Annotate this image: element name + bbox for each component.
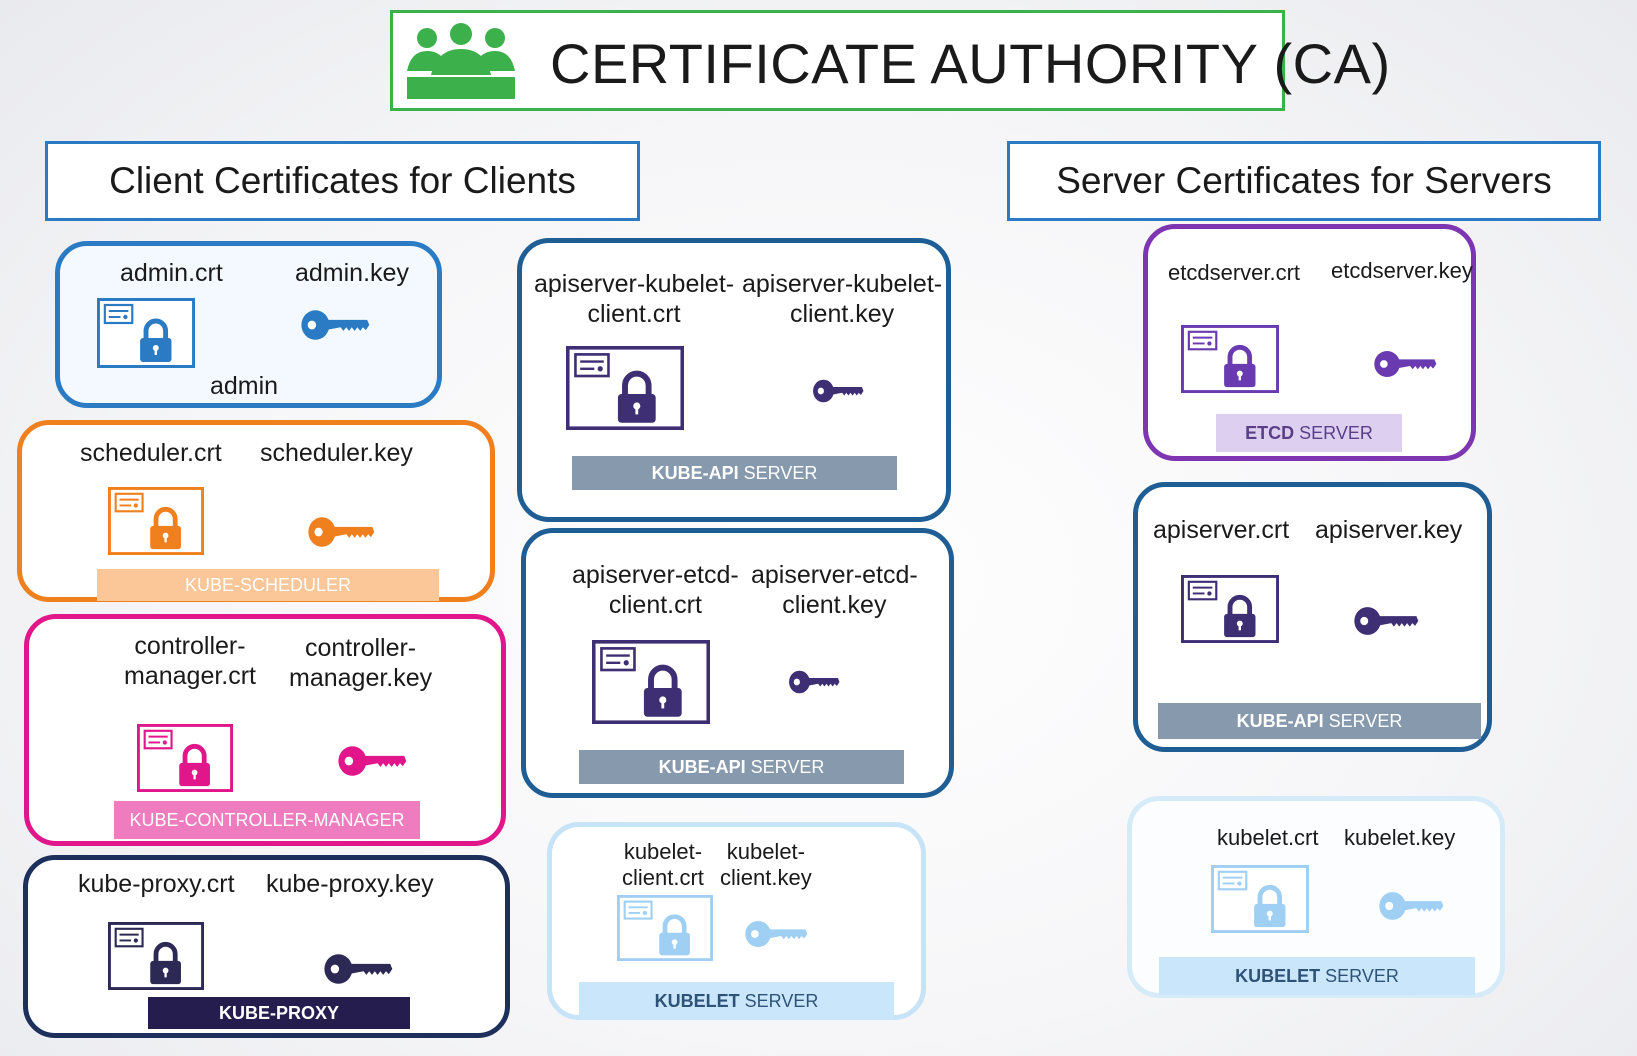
key-filename-label: kubelet-client.key	[720, 839, 812, 890]
crt-filename-label: apiserver-kubelet-client.crt	[534, 270, 735, 328]
group-footer-label: admin	[210, 372, 279, 400]
cert-group-controller: controller-manager.crt controller-manager…	[24, 614, 506, 846]
key-icon	[1378, 890, 1444, 922]
component-name-bold: ETCD	[1245, 422, 1295, 443]
certificate-lock-icon	[1211, 865, 1309, 933]
key-icon	[744, 919, 808, 949]
certificate-lock-icon	[566, 346, 684, 430]
key-icon	[788, 669, 840, 695]
component-name-bold: KUBE-API	[1236, 710, 1324, 731]
certificate-lock-icon	[617, 895, 713, 961]
component-name-rest: SERVER	[1325, 965, 1399, 986]
crt-filename-label: kubelet.crt	[1217, 825, 1319, 850]
crt-filename-label: kube-proxy.crt	[78, 870, 235, 898]
component-name-rest: SERVER	[1299, 422, 1373, 443]
crt-filename-label: apiserver.crt	[1153, 516, 1290, 544]
certificate-lock-icon	[137, 724, 233, 792]
certificate-lock-icon	[1181, 575, 1279, 643]
component-name-bar: KUBE-CONTROLLER-MANAGER	[114, 801, 420, 839]
client-certificates-header: Client Certificates for Clients	[45, 141, 640, 221]
key-icon	[812, 378, 864, 404]
component-name-rest: SERVER	[750, 756, 825, 777]
server-certificates-header: Server Certificates for Servers	[1007, 141, 1601, 221]
key-icon	[337, 744, 407, 778]
key-filename-label: apiserver-kubelet-client.key	[742, 270, 943, 328]
component-name-rest: SERVER	[743, 462, 818, 483]
cert-group-admin: admin.crt admin.key admin	[55, 241, 442, 408]
key-filename-label: kubelet.key	[1344, 825, 1456, 850]
key-filename-label: controller-manager.key	[289, 634, 433, 692]
component-name-bold: KUBE-API	[658, 756, 746, 777]
key-filename-label: kube-proxy.key	[266, 870, 434, 898]
component-name-bold: KUBELET	[654, 990, 740, 1011]
certificate-lock-icon	[97, 298, 195, 368]
component-name-rest: KUBE-SCHEDULER	[184, 574, 352, 595]
key-icon	[1373, 349, 1437, 379]
crt-filename-label: etcdserver.crt	[1168, 260, 1301, 285]
people-group-icon	[407, 23, 515, 99]
component-name-rest: SERVER	[1328, 710, 1403, 731]
component-name-bold: KUBE-API	[651, 462, 739, 483]
crt-filename-label: scheduler.crt	[80, 439, 222, 467]
key-icon	[300, 308, 370, 342]
key-filename-label: etcdserver.key	[1331, 258, 1473, 283]
key-filename-label: apiserver.key	[1315, 516, 1463, 544]
key-filename-label: scheduler.key	[260, 439, 413, 467]
crt-filename-label: kubelet-client.crt	[622, 839, 704, 890]
ca-title: CERTIFICATE AUTHORITY (CA)	[550, 32, 1391, 95]
certificate-lock-icon	[108, 487, 204, 555]
key-icon	[323, 952, 393, 986]
key-filename-label: admin.key	[295, 259, 409, 287]
certificate-lock-icon	[108, 922, 204, 990]
component-name-bold: KUBELET	[1235, 965, 1321, 986]
ca-title-box: CERTIFICATE AUTHORITY (CA)	[390, 10, 1390, 111]
component-name-bar: KUBE-SCHEDULER	[97, 569, 439, 601]
certificate-lock-icon	[1181, 325, 1279, 393]
key-icon	[307, 515, 375, 549]
component-name-rest: KUBE-CONTROLLER-MANAGER	[129, 809, 405, 830]
component-name-bar: KUBE-PROXY	[148, 997, 410, 1029]
key-icon	[1353, 605, 1419, 637]
component-name-rest: SERVER	[744, 990, 819, 1011]
certificate-lock-icon	[592, 640, 710, 724]
component-name-bold: KUBE-PROXY	[218, 1002, 339, 1023]
key-filename-label: apiserver-etcd-client.key	[751, 561, 918, 619]
crt-filename-label: apiserver-etcd-client.crt	[572, 561, 739, 619]
crt-filename-label: controller-manager.crt	[124, 632, 257, 690]
crt-filename-label: admin.crt	[120, 259, 223, 287]
